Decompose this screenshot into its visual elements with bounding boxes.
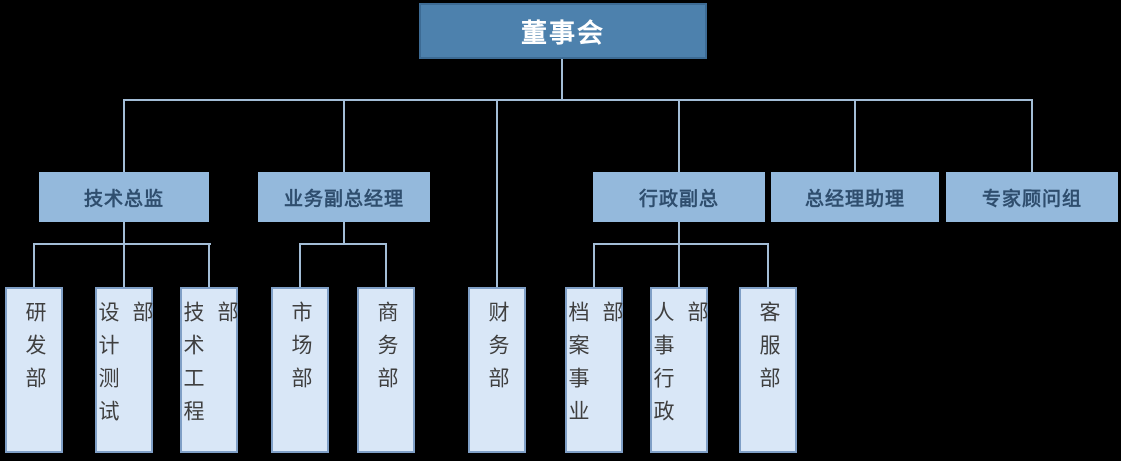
connector-drop-finance [496,100,498,287]
node-label: 专家顾问组 [981,188,1082,210]
node-design-test-dept: 设计测试部 [95,287,153,453]
connector-drop-tech-eng-dept [208,244,210,287]
connector-root-drop [561,59,563,100]
connector-drop-archives-dept [593,244,595,287]
node-label: 客服部 [757,301,780,400]
node-business-deputy-gm: 业务副总经理 [258,172,430,222]
node-label: 研发部 [23,301,46,400]
node-commerce-dept: 商务部 [357,287,415,453]
connector-drop-service-dept [767,244,769,287]
node-archives-division: 档案事业部 [565,287,623,453]
node-label: 档案事业部 [566,301,623,433]
connector-business-subtree-drop [343,222,345,244]
connector-drop-business-deputy [343,100,345,172]
connector-drop-tech-director [123,100,125,172]
connector-tech-subtree-drop [123,222,125,244]
connector-drop-gm-assistant [854,100,856,172]
node-label: 行政副总 [638,188,719,210]
node-tech-engineering-dept: 技术工程部 [180,287,238,453]
node-customer-service-dept: 客服部 [739,287,797,453]
connector-business-subtree-bar [299,243,387,245]
node-expert-advisory-group: 专家顾问组 [946,172,1118,222]
node-label: 业务副总经理 [283,188,404,210]
connector-drop-marketing-dept [299,244,301,287]
node-label: 商务部 [375,301,398,400]
connector-drop-rd-dept [33,244,35,287]
connector-drop-commerce-dept [385,244,387,287]
node-board-of-directors: 董事会 [419,3,707,59]
node-label: 市场部 [289,301,312,400]
node-label: 总经理助理 [804,188,905,210]
connector-drop-design-test-dept [123,244,125,287]
node-tech-director: 技术总监 [39,172,209,222]
node-finance-dept: 财务部 [468,287,526,453]
node-label: 设计测试部 [96,301,153,433]
connector-drop-expert-group [1031,100,1033,172]
node-rd-dept: 研发部 [5,287,63,453]
node-label: 技术总监 [83,188,164,210]
node-marketing-dept: 市场部 [271,287,329,453]
connector-drop-admin-deputy [678,100,680,172]
node-hr-admin-dept: 人事行政部 [650,287,708,453]
connector-admin-subtree-drop [678,222,680,244]
node-label: 董事会 [520,17,605,48]
connector-admin-subtree-bar [593,243,769,245]
connector-main-bar [123,99,1033,101]
node-gm-assistant: 总经理助理 [771,172,939,222]
node-admin-deputy: 行政副总 [593,172,765,222]
node-label: 人事行政部 [651,301,708,433]
node-label: 技术工程部 [181,301,238,433]
node-label: 财务部 [486,301,509,400]
connector-drop-hr-admin-dept [678,244,680,287]
connector-tech-subtree-bar [33,243,211,245]
